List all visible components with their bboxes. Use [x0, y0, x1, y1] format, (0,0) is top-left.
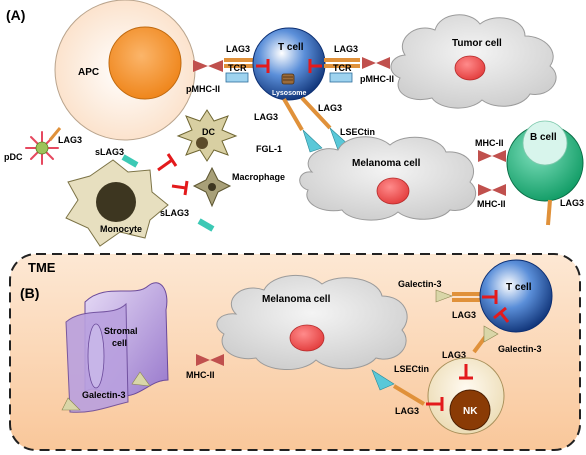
lsectin-icon-b	[371, 369, 395, 391]
lsectin-label-b: LSECtin	[394, 364, 429, 374]
tcell-right-tcr	[329, 72, 353, 83]
tcell-right-tcr-label: TCR	[333, 63, 352, 73]
nk-lag3-lower-label: LAG3	[395, 406, 419, 416]
stromal-cell: Stromal cell	[65, 282, 169, 413]
nk-inhibition-icons	[426, 364, 473, 411]
apc-pmhc-label: pMHC-II	[186, 84, 220, 94]
stromal-galectin-icon-2	[61, 397, 81, 411]
tumor-pmhc-label: pMHC-II	[360, 74, 394, 84]
b-cell-lag3-bar	[546, 199, 552, 226]
melanoma-cell-b: Melanoma cell	[216, 274, 408, 371]
lysosome-icon	[281, 73, 295, 85]
tcell-b-galectin-label: Galectin-3	[398, 279, 442, 289]
tcell-left-tcr-label: TCR	[228, 63, 247, 73]
macrophage-label: Macrophage	[232, 172, 285, 182]
tcell-nk-galectin-label: Galectin-3	[498, 344, 542, 354]
t-cell-a-label: T cell	[278, 42, 304, 53]
stromal-label-1: Stromal	[104, 326, 138, 336]
melanoma-mhc-label-a: MHC-II	[475, 138, 504, 148]
b-cell-lag3-label: LAG3	[560, 198, 584, 208]
pdc-label: pDC	[4, 152, 23, 162]
fgl1-label: FGL-1	[256, 144, 282, 154]
slag3-label-2: sLAG3	[160, 208, 189, 218]
t-cell-b-label: T cell	[506, 282, 532, 293]
dc-cell: DC	[176, 109, 238, 162]
b-cell-label: B cell	[530, 132, 557, 143]
melanoma-mhc-label-b: MHC-II	[477, 199, 506, 209]
tumor-mhc-receptor	[362, 57, 390, 69]
nk-label: NK	[463, 406, 478, 417]
pdc-cell: pDC	[4, 131, 59, 165]
tcell-nk-galectin-icon	[483, 325, 499, 343]
slag3-icon-2	[197, 218, 215, 232]
tcell-b-lag3-bar2	[452, 298, 480, 302]
macrophage-cell: Macrophage	[192, 166, 285, 208]
tcell-left-tcr	[225, 72, 249, 83]
tcell-lag3-fgl-label: LAG3	[254, 112, 278, 122]
melanoma-cell-a-label: Melanoma cell	[352, 158, 421, 169]
tcell-right-lag3-bar	[324, 58, 360, 62]
fgl1-icon	[302, 129, 323, 153]
melanoma-bcell-mhc-receptor-lower	[478, 184, 506, 196]
tcell-b-galectin-icon	[435, 289, 453, 303]
melanoma-b-mhc-label: MHC-II	[186, 370, 215, 380]
dc-label: DC	[202, 127, 215, 137]
nk-lag3-upper-label: LAG3	[442, 350, 466, 360]
monocyte-cell: Monocyte	[65, 159, 169, 247]
apc-mhc-receptor	[193, 60, 223, 72]
slag3-icon-1	[121, 154, 139, 168]
panel-b-label: (B)	[20, 285, 39, 301]
stromal-galectin-icon-1	[131, 371, 151, 387]
apc-label: APC	[78, 67, 99, 78]
tcell-left-lag3-bar2	[224, 64, 256, 68]
panel-a-label: (A)	[6, 7, 25, 23]
tumor-cell: Tumor cell	[390, 14, 557, 109]
tcell-right-lag3-label: LAG3	[334, 44, 358, 54]
monocyte-label: Monocyte	[100, 224, 142, 234]
slag3-label-1: sLAG3	[95, 147, 124, 157]
melanoma-bcell-mhc-receptor-upper	[478, 150, 506, 162]
b-cell: B cell	[506, 120, 584, 202]
tcell-lag3-lower-label: LAG3	[318, 103, 342, 113]
t-cell-a-inhibition-icons	[256, 59, 322, 73]
apc-cell: APC	[54, 0, 196, 141]
melanoma-b-mhc-receptor	[196, 354, 224, 366]
tcell-left-lag3-label: LAG3	[226, 44, 250, 54]
stromal-label-2: cell	[112, 338, 127, 348]
tcell-lag3-lower-bar	[300, 96, 332, 130]
melanoma-cell-a: Melanoma cell	[299, 136, 477, 221]
nk-lag3-lower-bar	[392, 384, 426, 406]
pdc-lag3-bar	[48, 127, 62, 141]
lsectin-label-a: LSECtin	[340, 127, 375, 137]
tcell-b-lag3-bar	[452, 292, 480, 296]
tcell-left-lag3-bar	[224, 58, 256, 62]
t-cell-a: T cell Lysosome	[252, 27, 326, 101]
tme-label: TME	[28, 260, 56, 275]
stromal-galectin-label: Galectin-3	[82, 390, 126, 400]
nk-cell: NK	[427, 357, 505, 435]
melanoma-cell-b-label: Melanoma cell	[262, 294, 331, 305]
tcell-lag3-fgl-bar	[282, 97, 304, 132]
monocyte-inhibition-icons	[157, 153, 189, 196]
tumor-cell-label: Tumor cell	[452, 38, 502, 49]
tcell-right-lag3-bar2	[324, 64, 360, 68]
lysosome-label: Lysosome	[272, 90, 306, 97]
pdc-lag3-label: LAG3	[58, 135, 82, 145]
tcell-b-lag3-label: LAG3	[452, 310, 476, 320]
t-cell-b-inhibition-icons	[482, 290, 510, 323]
